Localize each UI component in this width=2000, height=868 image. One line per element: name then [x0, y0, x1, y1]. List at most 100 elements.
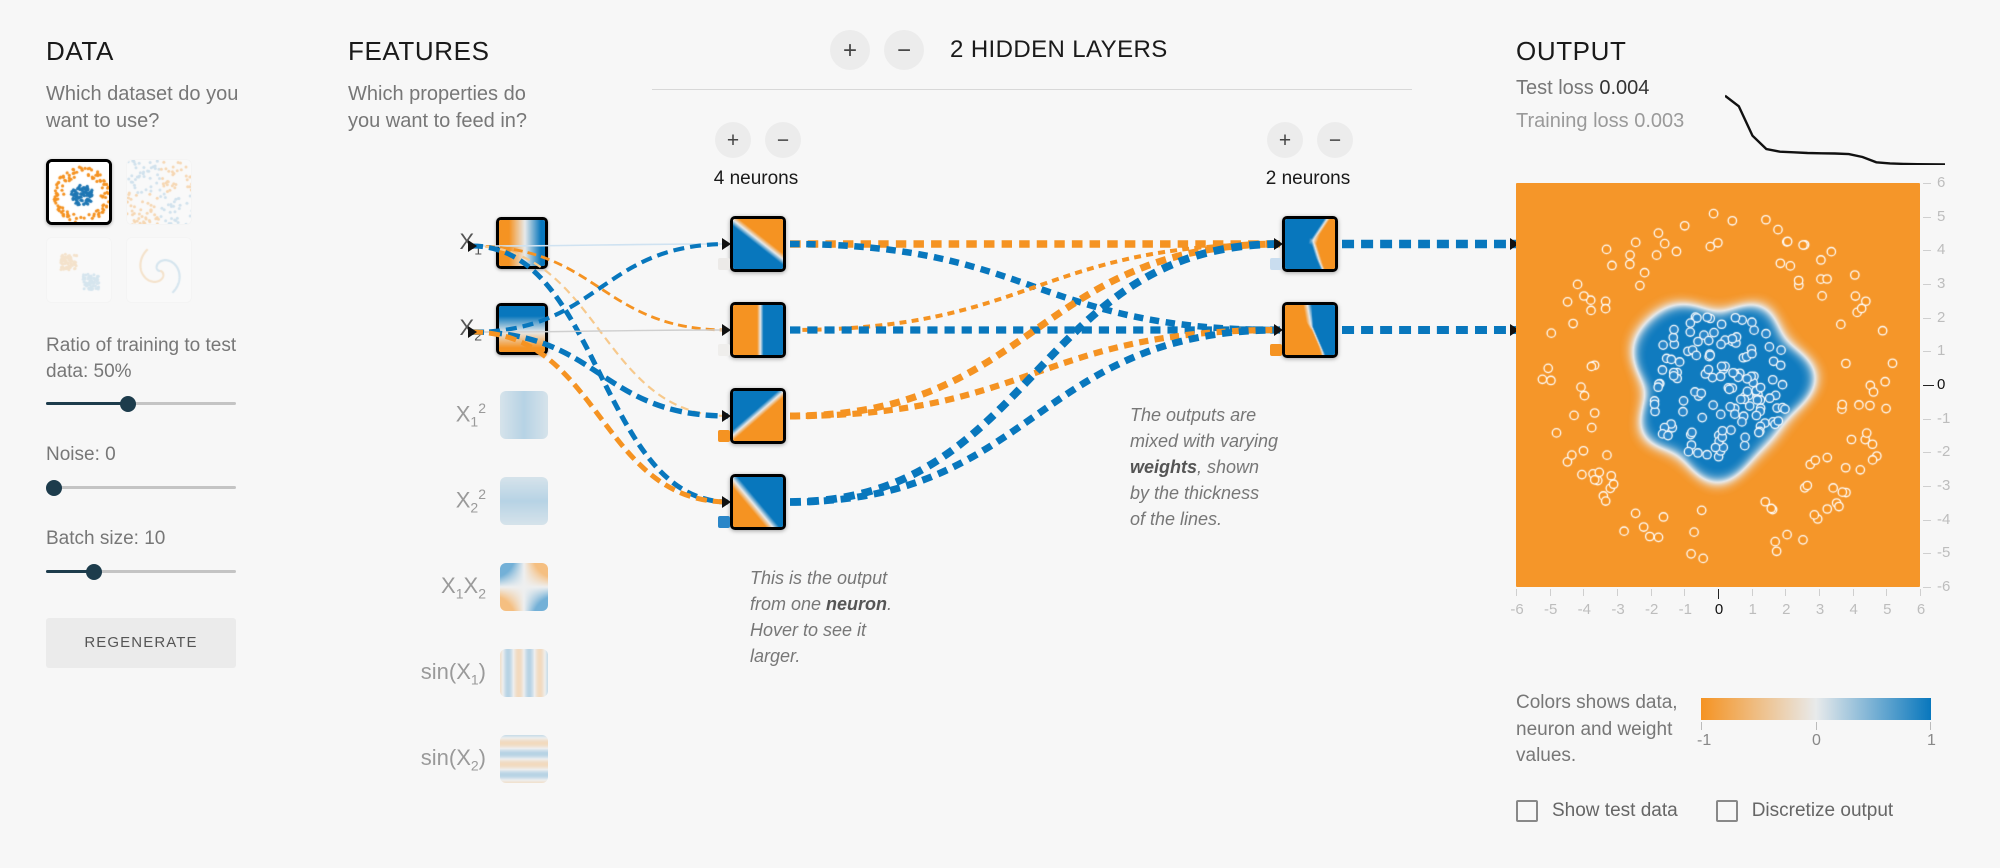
noise-slider-rail — [46, 485, 236, 489]
feature-list: X1 X2 X12 X22 X1X2 sin(X1) sin(X2) — [348, 200, 548, 802]
neuron-l2-n1[interactable] — [1282, 216, 1338, 272]
batch-slider-fill — [46, 569, 94, 573]
feature-label-x2: X2 — [459, 314, 482, 344]
y-axis-label: -6 — [1937, 578, 1951, 595]
y-axis-label: 3 — [1937, 275, 1946, 292]
network-link — [789, 242, 1281, 332]
x-axis-label: -1 — [1678, 601, 1692, 618]
hidden-layers-divider — [652, 89, 1412, 90]
dataset-gauss-noisy[interactable] — [126, 159, 192, 225]
data-panel: DATA Which dataset do you want to use? R… — [46, 36, 256, 668]
neuron-l1-n4[interactable] — [730, 474, 786, 530]
show-test-data-checkbox[interactable] — [1516, 800, 1538, 822]
feature-thumb-x1[interactable] — [496, 217, 548, 269]
batch-slider[interactable] — [46, 563, 236, 580]
feature-row-sinx2[interactable]: sin(X2) — [348, 716, 548, 802]
regenerate-button[interactable]: REGENERATE — [46, 617, 236, 668]
bias-l1-n3[interactable] — [718, 430, 730, 442]
x-axis-label: -6 — [1510, 601, 1524, 618]
x-axis-label: -2 — [1644, 601, 1659, 618]
ratio-slider-rail — [46, 402, 236, 406]
x-tick-mark — [1886, 589, 1888, 596]
ratio-slider-fill — [46, 402, 128, 406]
dataset-circle[interactable] — [46, 159, 112, 225]
x-axis-label: -4 — [1577, 601, 1591, 618]
feature-thumb-sinx1[interactable] — [500, 649, 548, 697]
feature-thumb-x1x2[interactable] — [500, 563, 548, 611]
bias-l2-n2[interactable] — [1270, 344, 1282, 356]
layer1-add-neuron-button[interactable]: + — [715, 122, 751, 158]
y-axis-label: -2 — [1937, 443, 1951, 461]
x-tick-mark — [1718, 589, 1719, 599]
batch-slider-knob[interactable] — [86, 563, 102, 580]
neuron-l1-n1[interactable] — [730, 216, 786, 272]
bias-l1-n4[interactable] — [718, 516, 730, 528]
callout-weights-line5: of the lines. — [1130, 509, 1223, 530]
batch-slider-rail — [46, 569, 236, 573]
output-heatmap[interactable] — [1516, 183, 1920, 587]
y-tick-mark — [1923, 250, 1931, 252]
feature-row-x1x2[interactable]: X1X2 — [348, 544, 548, 630]
layer2-remove-neuron-button[interactable]: − — [1317, 122, 1353, 158]
network-link — [789, 240, 1281, 420]
y-tick-mark — [1923, 385, 1934, 386]
feature-label-x1x2: X1X2 — [441, 572, 486, 602]
legend-label-min: -1 — [1697, 732, 1712, 749]
dataset-xor-clusters[interactable] — [46, 237, 112, 303]
layer1-remove-neuron-button[interactable]: − — [765, 122, 801, 158]
noise-slider-knob[interactable] — [46, 479, 62, 496]
remove-layer-button[interactable]: − — [884, 30, 924, 70]
show-test-data-label: Show test data — [1552, 800, 1678, 821]
y-tick-mark — [1923, 284, 1931, 285]
x-tick-mark — [1549, 589, 1551, 596]
training-loss: Training loss 0.003 — [1516, 110, 1685, 132]
y-axis-label: -4 — [1937, 510, 1951, 528]
features-panel-title: FEATURES — [348, 36, 490, 66]
feature-thumb-x2sq[interactable] — [500, 477, 548, 525]
feature-label-sinx1: sin(X1) — [420, 658, 486, 688]
noise-slider[interactable] — [46, 479, 236, 496]
feature-row-x1sq[interactable]: X12 — [348, 372, 548, 458]
x-tick-mark — [1819, 589, 1820, 596]
feature-row-x1[interactable]: X1 — [348, 200, 548, 286]
x-axis-label: -3 — [1611, 601, 1625, 618]
dataset-spiral[interactable] — [126, 237, 192, 303]
layer2-add-neuron-button[interactable]: + — [1267, 122, 1303, 158]
y-axis-label: 0 — [1937, 376, 1946, 393]
ratio-slider[interactable] — [46, 396, 236, 413]
feature-row-x2sq[interactable]: X22 — [348, 458, 548, 544]
x-tick-mark — [1516, 589, 1517, 596]
x-axis-label: 3 — [1815, 601, 1825, 618]
neuron-l1-n2[interactable] — [730, 302, 786, 358]
feature-row-sinx1[interactable]: sin(X1) — [348, 630, 548, 716]
y-tick-mark — [1923, 553, 1931, 555]
data-panel-question: Which dataset do you want to use? — [46, 83, 239, 132]
feature-row-x2[interactable]: X2 — [348, 286, 548, 372]
output-panel-title: OUTPUT — [1516, 36, 1627, 66]
callout-neuron: This is the output from one neuron. Hove… — [750, 565, 940, 669]
callout-neuron-line1: This is the output — [750, 568, 888, 588]
bias-l1-n1[interactable] — [718, 258, 730, 270]
feature-label-x2sq: X22 — [455, 486, 486, 516]
feature-thumb-x1sq[interactable] — [500, 391, 548, 439]
y-axis-label: 2 — [1937, 308, 1946, 326]
bias-l1-n2[interactable] — [718, 344, 730, 356]
discretize-output-checkbox[interactable] — [1715, 800, 1738, 822]
y-axis-label: 4 — [1937, 241, 1946, 259]
y-tick-mark — [1923, 216, 1931, 218]
feature-thumb-sinx2[interactable] — [500, 735, 548, 783]
legend-label-mid: 0 — [1812, 732, 1821, 749]
discretize-output-label: Discretize output — [1751, 800, 1894, 821]
ratio-slider-knob[interactable] — [120, 396, 136, 413]
x-axis-label: -5 — [1543, 601, 1558, 618]
bias-l2-n1[interactable] — [1270, 258, 1282, 270]
y-tick-mark — [1923, 452, 1931, 454]
add-layer-button[interactable]: + — [830, 30, 870, 70]
callout-neuron-line4: larger. — [750, 646, 801, 667]
y-axis-label: 1 — [1937, 342, 1946, 360]
neuron-l2-n2[interactable] — [1282, 302, 1338, 358]
feature-thumb-x2[interactable] — [496, 303, 548, 355]
neuron-l1-n3[interactable] — [730, 388, 786, 444]
test-loss: Test loss 0.004 — [1516, 77, 1650, 99]
